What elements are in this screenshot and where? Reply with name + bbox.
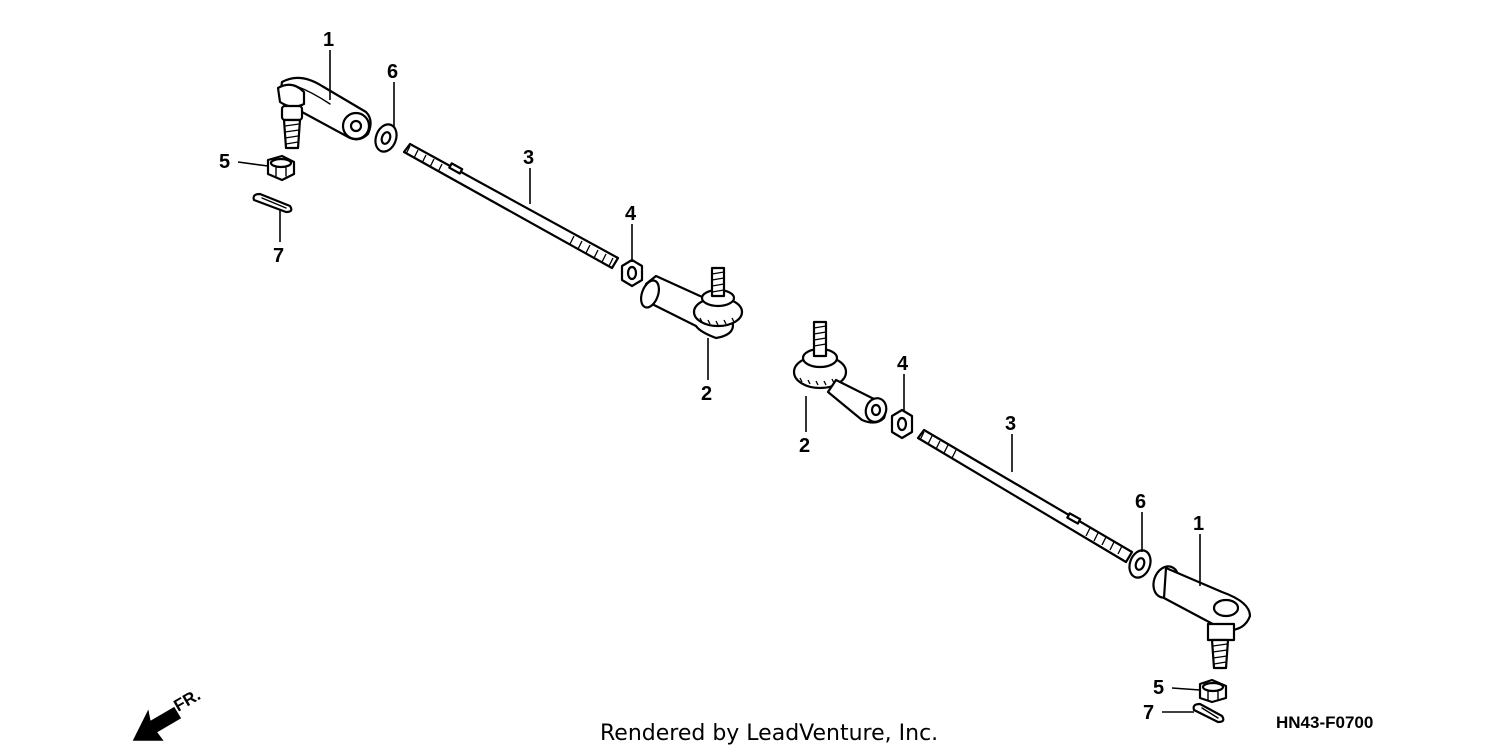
left-cotter-pin[interactable]	[252, 192, 293, 214]
callout-4: 4	[897, 353, 909, 375]
left-tie-rod[interactable]	[402, 142, 620, 270]
callout-3: 3	[523, 147, 534, 169]
callout-7: 7	[1143, 702, 1154, 724]
left-washer[interactable]	[372, 121, 400, 154]
callout-1: 1	[323, 29, 334, 51]
front-arrow-icon	[132, 706, 182, 741]
right-tie-rod[interactable]	[916, 428, 1134, 564]
right-tie-rod-end-outer[interactable]	[1149, 563, 1252, 670]
right-lock-nut[interactable]	[890, 408, 914, 440]
callout-5: 5	[1153, 677, 1164, 699]
leader-line	[237, 161, 269, 167]
callout-7: 7	[273, 245, 284, 267]
callout-5: 5	[219, 151, 230, 173]
credit-text: Rendered by LeadVenture, Inc.	[600, 721, 938, 746]
drawing-code: HN43-F0700	[1276, 713, 1373, 732]
callout-2: 2	[701, 383, 712, 405]
left-castle-nut[interactable]	[266, 154, 296, 182]
callout-2: 2	[799, 435, 810, 457]
leader-line	[1171, 687, 1201, 691]
callout-6: 6	[1135, 491, 1146, 513]
right-washer[interactable]	[1126, 547, 1154, 580]
callout-1: 1	[1193, 513, 1204, 535]
right-castle-nut[interactable]	[1198, 678, 1228, 704]
left-tie-rod-end-outer[interactable]	[276, 76, 372, 150]
callout-6: 6	[387, 61, 398, 83]
right-cotter-pin[interactable]	[1192, 702, 1225, 724]
right-tie-rod-end-inner[interactable]	[792, 320, 890, 425]
callout-4: 4	[625, 203, 637, 225]
left-tie-rod-end-inner[interactable]	[638, 266, 744, 340]
left-lock-nut[interactable]	[620, 258, 644, 288]
callout-3: 3	[1005, 413, 1016, 435]
